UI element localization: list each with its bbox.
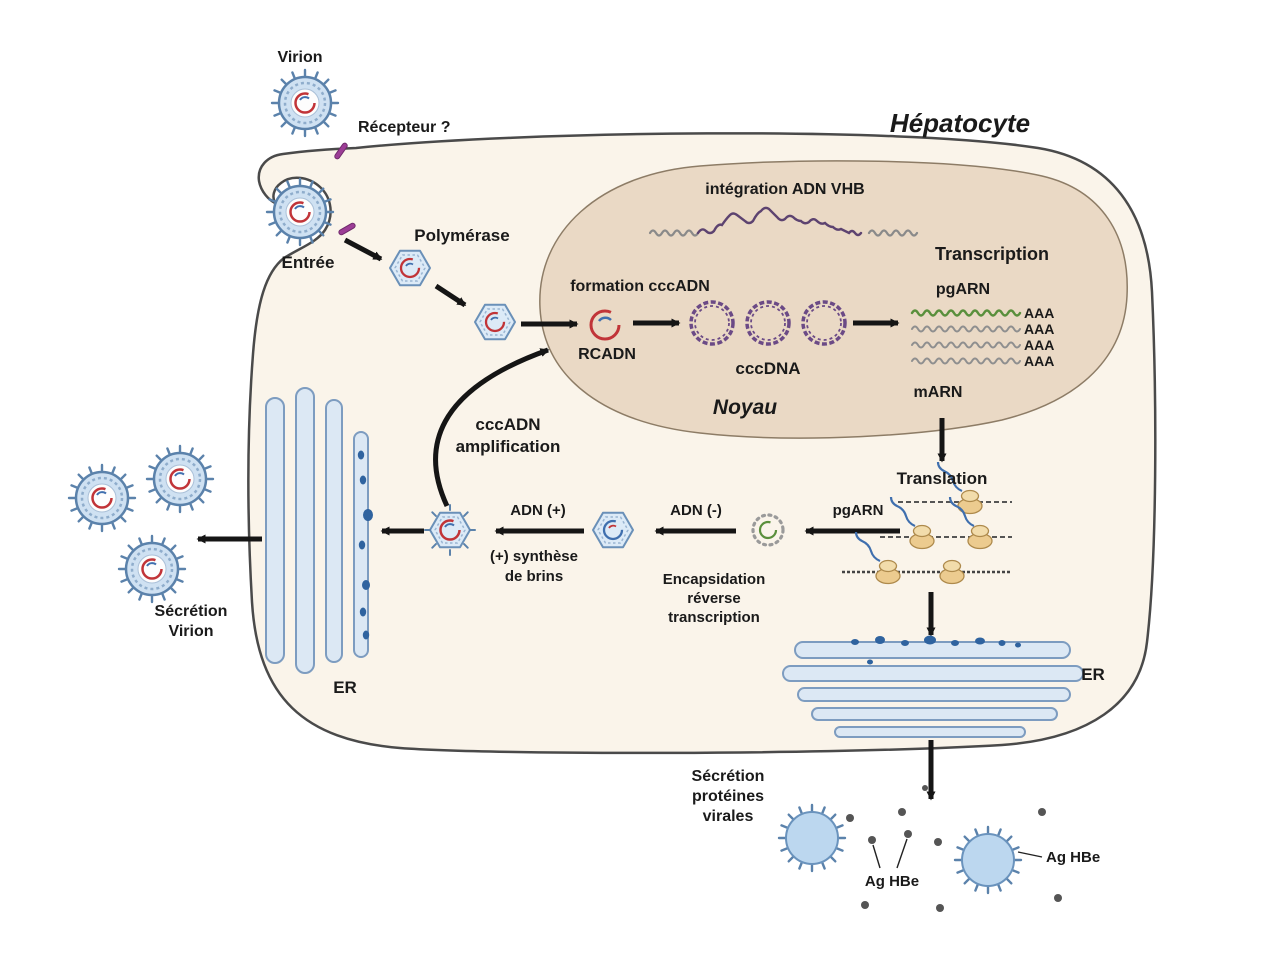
label-adn-minus: ADN (-) — [670, 502, 722, 519]
label-entree: Entrée — [282, 253, 335, 272]
arrow-uncoating-2 — [434, 283, 467, 308]
label-er-left: ER — [333, 678, 357, 697]
er-rough-right — [782, 635, 1084, 738]
capsid-plus-strand — [424, 504, 476, 556]
label-pgarn-nucleus: pgARN — [936, 281, 990, 298]
ribosome-icon — [939, 559, 965, 585]
label-encapsidation-3: transcription — [668, 609, 760, 626]
label-receptor: Récepteur ? — [358, 119, 450, 136]
label-hepatocyte: Hépatocyte — [890, 108, 1030, 138]
ribosome-icon — [909, 524, 935, 550]
label-cccadn-amp-1: cccADN — [475, 415, 540, 434]
label-er-right: ER — [1081, 665, 1105, 684]
label-synthese-1: (+) synthèse — [490, 548, 578, 565]
label-secretion-prot-2: protéines — [692, 788, 764, 805]
receptor-icon-2 — [338, 222, 356, 236]
label-secretion-virion-1: Sécrétion — [155, 603, 228, 620]
label-rcadn: RCADN — [578, 346, 636, 363]
integrated-dna-squiggle — [648, 206, 919, 237]
label-encapsidation-2: réverse — [687, 590, 740, 607]
label-translation: Translation — [897, 469, 988, 488]
subviral-sphere-1 — [779, 805, 845, 871]
label-ag-hbe-left: Ag HBe — [865, 873, 919, 890]
label-pgarn-cyto: pgARN — [833, 502, 884, 519]
secreted-virion-1 — [69, 465, 135, 531]
ribosome-icon — [875, 559, 901, 585]
er-left-membrane-dots — [357, 450, 373, 640]
label-adn-plus: ADN (+) — [510, 502, 565, 519]
receptor-icon-1 — [334, 142, 348, 160]
rcdna-icon — [589, 309, 621, 341]
translation-complexes — [842, 460, 1012, 585]
capsid-uncoating-2 — [474, 303, 516, 341]
label-encapsidation-1: Encapsidation — [663, 571, 766, 588]
label-virion: Virion — [277, 49, 322, 66]
subviral-sphere-2 — [955, 827, 1021, 893]
label-secretion-prot-3: virales — [703, 808, 754, 825]
label-secretion-prot-1: Sécrétion — [692, 768, 765, 785]
nucleus — [539, 160, 1128, 439]
label-aaa-4: AAA — [1024, 353, 1054, 369]
encapsidation-complex — [751, 513, 785, 547]
label-noyau: Noyau — [713, 396, 777, 419]
label-synthese-2: de brins — [505, 568, 563, 585]
secreted-virion-2 — [147, 446, 213, 512]
ribosome-icon — [967, 524, 993, 550]
arrow-entry-uncoating — [343, 237, 383, 262]
label-transcription: Transcription — [935, 244, 1049, 264]
label-integration: intégration ADN VHB — [705, 181, 864, 198]
label-aaa-2: AAA — [1024, 321, 1054, 337]
label-aaa-3: AAA — [1024, 337, 1054, 353]
er-right-membrane-dots — [851, 635, 1021, 665]
label-cccdna: cccDNA — [735, 359, 800, 378]
virion-free-icon — [272, 70, 338, 136]
virion-entering-icon — [267, 179, 333, 245]
secreted-virion-3 — [119, 536, 185, 602]
capsid-uncoating-1 — [389, 249, 431, 287]
capsid-minus-strand — [592, 511, 634, 549]
label-polymerase: Polymérase — [414, 226, 509, 245]
er-rough-left — [265, 387, 373, 674]
label-aaa-1: AAA — [1024, 305, 1054, 321]
hbe-pointer-lines — [872, 838, 1043, 869]
label-marn: mARN — [914, 384, 963, 401]
label-ag-hbe-right: Ag HBe — [1046, 849, 1100, 866]
label-formation-cccadn: formation cccADN — [570, 278, 710, 295]
hbe-antigen-dots — [846, 785, 1062, 912]
arrow-cccadn-amplification — [433, 347, 550, 508]
label-secretion-virion-2: Virion — [168, 623, 213, 640]
label-cccadn-amp-2: amplification — [456, 437, 561, 456]
